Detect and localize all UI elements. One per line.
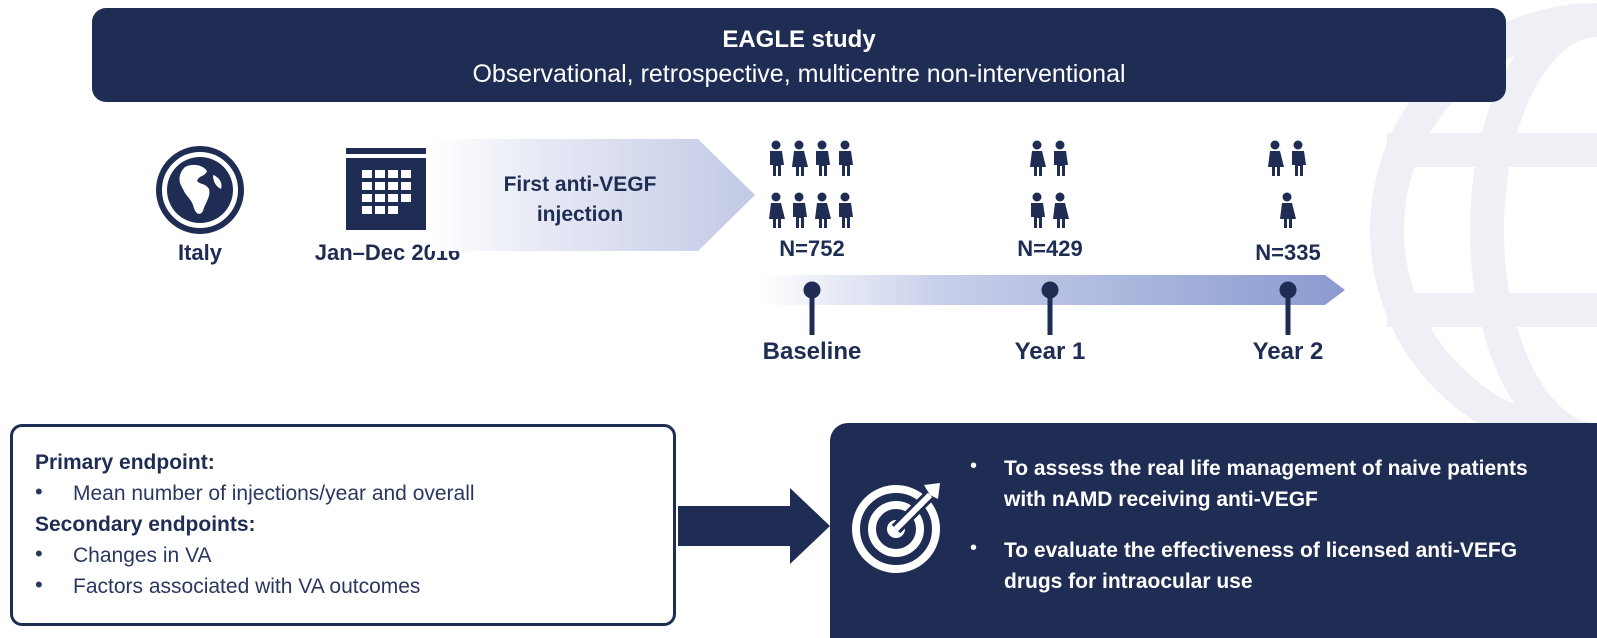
target-icon [852, 483, 940, 573]
primary-endpoint-heading: Primary endpoint: [35, 451, 215, 474]
objective-item: To assess the real life management of na… [970, 451, 1550, 515]
people-icons [1030, 140, 1069, 228]
n-label-year1: N=429 [1017, 236, 1083, 261]
background-globe-decoration [1370, 3, 1597, 457]
country-label: Italy [177, 240, 223, 265]
study-subtitle: Observational, retrospective, multicentr… [472, 60, 1126, 88]
secondary-endpoint-item: Factors associated with VA outcomes [35, 569, 651, 602]
timeline-marker-year2 [1279, 281, 1297, 335]
study-title: EAGLE study [722, 26, 876, 53]
injection-label-line2: injection [536, 203, 624, 226]
injection-arrow [430, 139, 755, 251]
people-group-baseline [766, 140, 858, 232]
secondary-endpoints-heading: Secondary endpoints: [35, 513, 256, 536]
people-group-year1 [1027, 140, 1073, 232]
secondary-endpoint-item: Changes in VA [35, 538, 651, 571]
timeline-marker-baseline [803, 281, 821, 335]
timeline-arrow [760, 275, 1345, 335]
primary-endpoint-item: Mean number of injections/year and overa… [35, 476, 651, 509]
n-label-baseline: N=752 [779, 236, 845, 261]
n-label-year2: N=335 [1255, 240, 1321, 265]
people-group-year2 [1265, 140, 1311, 232]
injection-label-line1: First anti-VEGF [503, 173, 657, 196]
timepoint-label-year2: Year 2 [1252, 338, 1324, 365]
study-header: EAGLE study Observational, retrospective… [92, 8, 1506, 102]
timeline-marker-year1 [1041, 281, 1059, 335]
calendar-icon [346, 148, 426, 230]
people-icons [1268, 140, 1306, 228]
objective-item: To evaluate the effectiveness of license… [970, 533, 1550, 597]
timepoint-label-year1: Year 1 [1014, 338, 1086, 365]
globe-icon [156, 146, 244, 234]
objectives-list: To assess the real life management of na… [970, 451, 1550, 617]
right-arrow-icon [678, 488, 830, 564]
people-icons [769, 140, 853, 228]
objectives-panel: To assess the real life management of na… [830, 423, 1597, 638]
injection-label: First anti-VEGF injection [470, 170, 690, 230]
timepoint-label-baseline: Baseline [762, 338, 862, 365]
endpoints-box: Primary endpoint: Mean number of injecti… [10, 424, 676, 626]
